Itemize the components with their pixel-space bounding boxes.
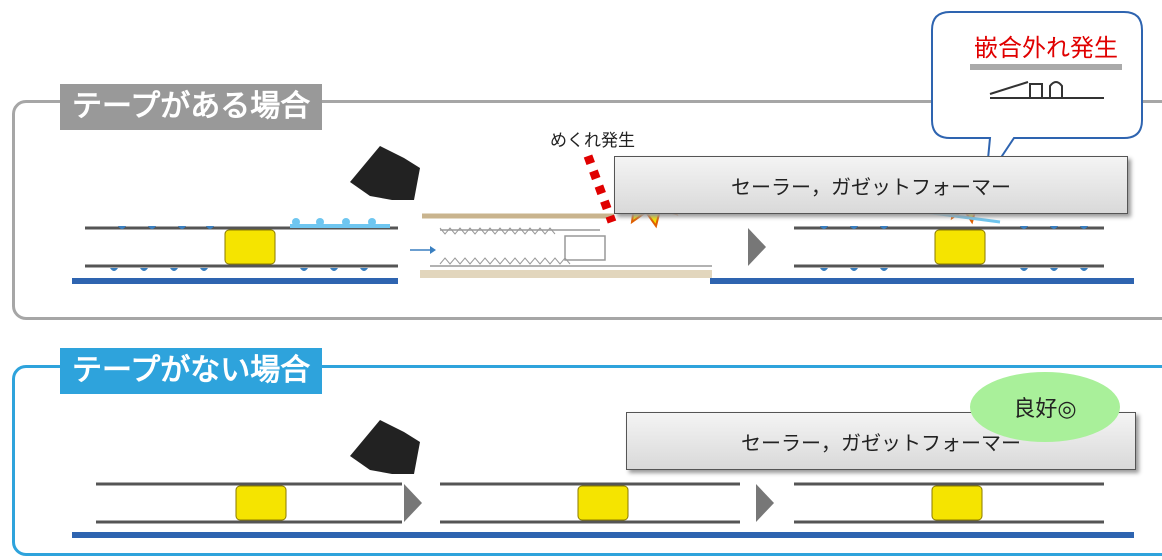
tape-case-panel [12, 100, 1162, 320]
film-stage-3 [794, 204, 1104, 271]
film-stage-1 [85, 218, 405, 271]
film-stage-2b [406, 482, 746, 538]
pressing-hand-icon [350, 146, 420, 200]
no-tape-case-panel [12, 365, 1162, 556]
callout-bubble [931, 11, 1143, 181]
arrow-right-icon [404, 484, 422, 522]
sealer-gusset-box: セーラー，ガゼットフォーマー [614, 156, 1128, 214]
zipper-icon [235, 485, 287, 521]
arrow-right-icon [748, 228, 766, 266]
zipper-icon [931, 485, 983, 521]
film-stage-2 [398, 212, 712, 284]
flip-annotation: めくれ発生 [550, 131, 635, 151]
zipper-icon [934, 229, 986, 265]
zipper-icon [224, 229, 276, 265]
film-stage-3b [746, 482, 1134, 538]
film-stage-1b [72, 482, 408, 538]
disengage-annotation: 嵌合外れ発生 [974, 34, 1118, 62]
zipper-icon [577, 485, 629, 521]
pressing-hand-icon [350, 420, 420, 474]
arrow-right-icon [756, 484, 774, 522]
flip-stripe [583, 154, 617, 224]
tape-case-label: テープがある場合 [60, 84, 323, 130]
no-tape-case-label: テープがない場合 [60, 348, 323, 394]
good-badge: 良好◎ [970, 372, 1120, 442]
